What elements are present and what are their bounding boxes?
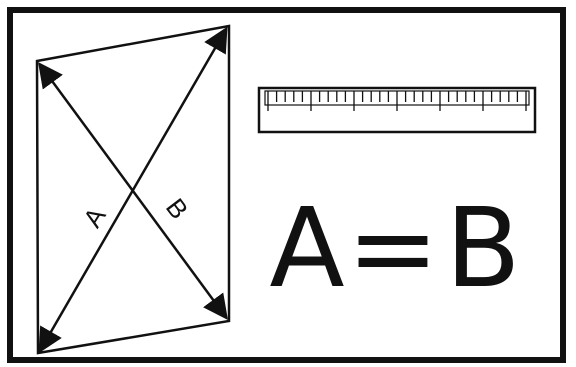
ruler-icon <box>257 86 537 134</box>
outer-frame <box>7 7 566 363</box>
diagonal-b-label: B <box>160 193 194 225</box>
equation: A = B <box>269 184 520 312</box>
equation-operator: = <box>347 184 439 312</box>
equation-left: A <box>269 184 344 312</box>
diagonal-b-line <box>38 61 228 321</box>
diagonal-a-label: A <box>77 201 112 232</box>
equation-right: B <box>445 184 520 312</box>
ruler-ticks <box>267 91 527 111</box>
